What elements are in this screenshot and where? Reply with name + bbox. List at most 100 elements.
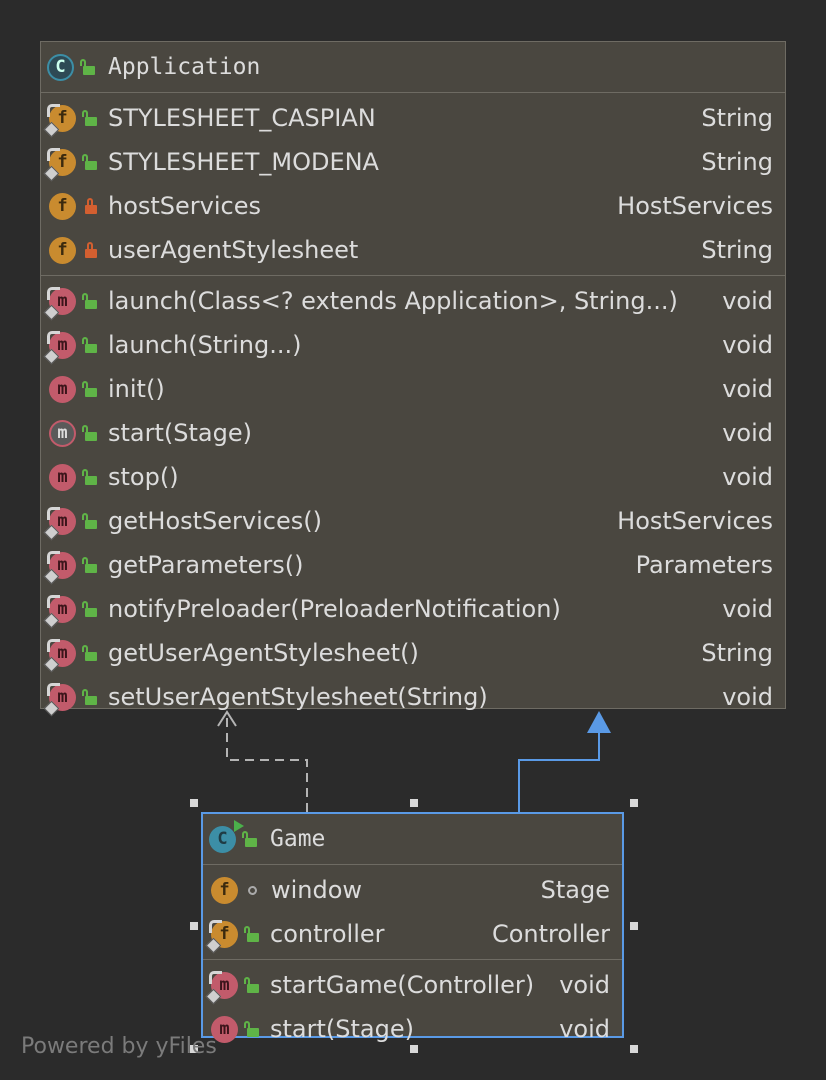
runnable-icon xyxy=(234,819,244,832)
override-diamond-icon xyxy=(43,612,60,628)
abstract-method-icon: m xyxy=(49,419,76,447)
resize-handle[interactable] xyxy=(410,799,418,807)
field-icon: f xyxy=(43,147,76,181)
resize-handle[interactable] xyxy=(190,922,198,930)
type-label: void xyxy=(722,595,773,623)
field-row[interactable]: f userAgentStylesheet String xyxy=(41,228,785,272)
public-lock-icon xyxy=(82,557,98,573)
resize-handle[interactable] xyxy=(630,799,638,807)
methods-section: m launch(Class<? extends Application>, St… xyxy=(41,276,785,722)
type-label: void xyxy=(722,683,773,711)
method-signature: init() xyxy=(108,375,165,403)
resize-handle[interactable] xyxy=(410,1045,418,1053)
resize-handle[interactable] xyxy=(630,922,638,930)
class-name: Game xyxy=(270,826,326,852)
override-mark-icon xyxy=(47,594,60,608)
inheritance-edge[interactable] xyxy=(518,733,600,812)
resize-handle[interactable] xyxy=(190,1045,198,1053)
override-diamond-icon xyxy=(43,165,60,181)
resize-handle[interactable] xyxy=(630,1045,638,1053)
field-name: window xyxy=(271,876,363,904)
type-label: void xyxy=(722,419,773,447)
field-name: userAgentStylesheet xyxy=(108,236,359,264)
override-mark-icon xyxy=(47,638,60,652)
public-lock-icon xyxy=(82,469,98,485)
method-icon: m xyxy=(205,970,238,1004)
public-lock-icon xyxy=(82,337,98,353)
type-label: void xyxy=(722,375,773,403)
override-diamond-icon xyxy=(43,348,60,364)
public-lock-icon xyxy=(82,425,98,441)
method-signature: getHostServices() xyxy=(108,507,322,535)
method-row[interactable]: m notifyPreloader(PreloaderNotification) v… xyxy=(41,587,785,631)
inheritance-arrowhead xyxy=(587,711,611,733)
method-signature: notifyPreloader(PreloaderNotification) xyxy=(108,595,561,623)
private-lock-icon xyxy=(84,242,98,258)
override-diamond-icon xyxy=(43,304,60,320)
public-lock-icon xyxy=(82,601,98,617)
method-row[interactable]: m startGame(Controller) void xyxy=(203,963,622,1007)
field-icon: f xyxy=(49,236,76,264)
method-signature: start(Stage) xyxy=(270,1015,414,1043)
field-name: controller xyxy=(270,920,385,948)
type-label: void xyxy=(559,971,610,999)
public-lock-icon xyxy=(82,381,98,397)
dependency-edge[interactable] xyxy=(226,713,308,812)
method-signature: stop() xyxy=(108,463,179,491)
override-mark-icon xyxy=(47,330,60,344)
type-label: String xyxy=(701,236,773,264)
method-signature: startGame(Controller) xyxy=(270,971,535,999)
method-signature: launch(Class<? extends Application>, Str… xyxy=(108,287,678,315)
field-name: STYLESHEET_CASPIAN xyxy=(108,104,376,132)
public-lock-icon xyxy=(80,59,96,75)
override-diamond-icon xyxy=(43,524,60,540)
method-icon: m xyxy=(49,463,76,491)
public-lock-icon xyxy=(82,110,98,126)
override-mark-icon xyxy=(47,103,60,117)
public-lock-icon xyxy=(242,831,258,847)
method-icon: m xyxy=(43,594,76,628)
type-label: void xyxy=(722,287,773,315)
type-label: Stage xyxy=(540,876,610,904)
type-label: Controller xyxy=(491,920,610,948)
method-signature: getParameters() xyxy=(108,551,304,579)
method-icon: m xyxy=(49,375,76,403)
class-icon: C xyxy=(209,819,244,853)
method-row[interactable]: m init() void xyxy=(41,367,785,411)
public-lock-icon xyxy=(82,689,98,705)
class-header: C Application xyxy=(41,42,785,93)
type-label: String xyxy=(701,148,773,176)
override-diamond-icon xyxy=(43,121,60,137)
override-diamond-icon xyxy=(205,988,222,1004)
override-diamond-icon xyxy=(43,656,60,672)
class-header: C Game xyxy=(203,814,622,865)
method-icon: m xyxy=(43,550,76,584)
dependency-arrowhead xyxy=(217,710,237,727)
override-mark-icon xyxy=(47,550,60,564)
public-lock-icon xyxy=(82,513,98,529)
method-signature: launch(String...) xyxy=(108,331,302,359)
method-icon: m xyxy=(43,506,76,540)
override-diamond-icon xyxy=(205,937,222,953)
resize-handle[interactable] xyxy=(190,799,198,807)
method-signature: getUserAgentStylesheet() xyxy=(108,639,419,667)
override-mark-icon xyxy=(47,147,60,161)
